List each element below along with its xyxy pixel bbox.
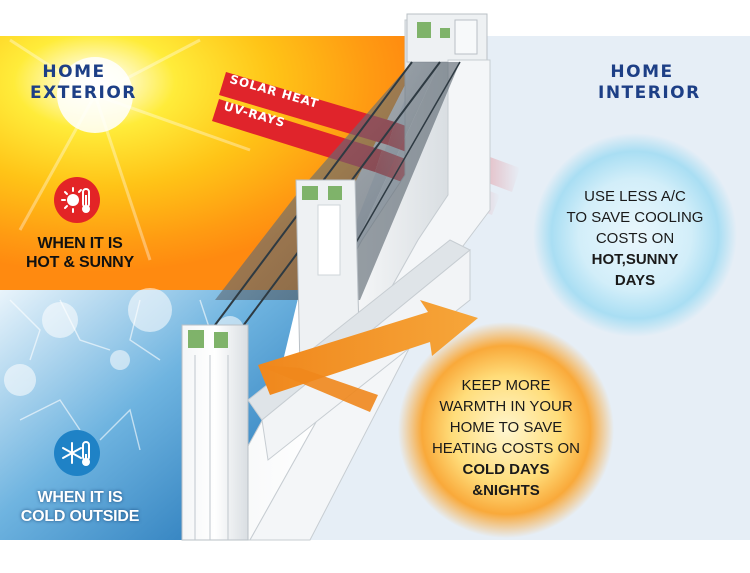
heating-bubble <box>398 322 614 538</box>
exterior-heading-line-2: EXTERIOR <box>30 83 137 103</box>
heat-arrow <box>258 300 478 395</box>
heating-line-3: HOME TO SAVE <box>449 419 563 436</box>
hot-sunny-label: WHEN IT IS HOT & SUNNY <box>20 234 140 272</box>
sun-core <box>57 57 133 133</box>
cooling-line-3: COSTS ON <box>595 230 675 247</box>
exterior-heading-line-1: HOME <box>42 62 106 82</box>
cooling-message: USE LESS A/C TO SAVE COOLING COSTS ON HO… <box>555 186 715 291</box>
heating-bold-line-1: COLD DAYS <box>462 461 550 478</box>
solar-heat-ray <box>219 72 395 145</box>
cooling-line-2: TO SAVE COOLING <box>566 209 704 226</box>
hot-label-line-1: WHEN IT IS <box>37 235 123 252</box>
heating-message: KEEP MORE WARMTH IN YOUR HOME TO SAVE HE… <box>421 375 591 501</box>
cold-outside-label: WHEN IT IS COLD OUTSIDE <box>20 488 140 526</box>
home-exterior-heading: HOME EXTERIOR <box>30 62 137 104</box>
heating-line-2: WARMTH IN YOUR <box>439 398 573 415</box>
cooling-line-1: USE LESS A/C <box>584 188 686 205</box>
heating-bold-line-2: &NIGHTS <box>472 482 540 499</box>
cold-label-line-2: COLD OUTSIDE <box>20 508 140 525</box>
home-interior-heading: HOME INTERIOR <box>598 62 701 104</box>
cooling-bold-line-1: HOT,SUNNY <box>591 251 679 268</box>
sun-thermometer-icon <box>54 177 100 223</box>
snowflake-thermometer-icon <box>54 430 100 476</box>
cooling-bold-line-2: DAYS <box>614 272 656 289</box>
cold-label-line-1: WHEN IT IS <box>37 489 123 506</box>
heating-line-4: HEATING COSTS ON <box>431 440 581 457</box>
window-unit <box>181 13 491 541</box>
interior-heading-line-1: HOME <box>610 62 674 82</box>
hot-label-line-2: HOT & SUNNY <box>25 254 135 271</box>
interior-heading-line-2: INTERIOR <box>598 83 701 103</box>
heating-line-1: KEEP MORE <box>461 377 551 394</box>
cooling-bubble <box>533 133 737 337</box>
